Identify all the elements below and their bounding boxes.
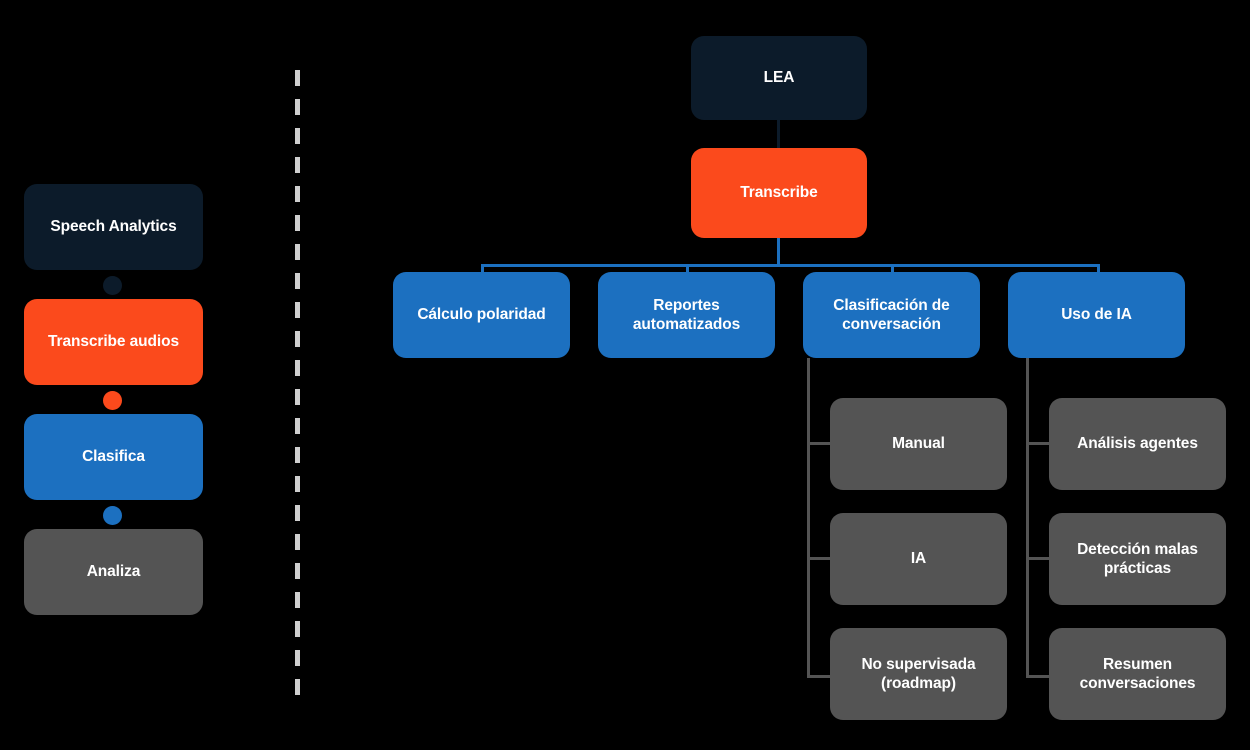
node-label: Resumen conversaciones [1079, 655, 1196, 692]
connector-stub-manual [807, 442, 831, 445]
connector-transcribe-to-bus [777, 238, 780, 265]
legend-label: Transcribe audios [48, 333, 179, 351]
connector-drop-clasificacion [891, 264, 894, 274]
node-uso-de-ia[interactable]: Uso de IA [1008, 272, 1185, 358]
section-divider [295, 70, 300, 702]
node-resumen-conversaciones[interactable]: Resumen conversaciones [1049, 628, 1226, 720]
node-label: Detección malas prácticas [1077, 540, 1198, 577]
legend-item-analiza[interactable]: Analiza [24, 529, 203, 615]
node-analisis-agentes[interactable]: Análisis agentes [1049, 398, 1226, 490]
connector-trunk-uso-ia [1026, 358, 1029, 678]
node-label: Transcribe [740, 184, 818, 202]
connector-stub-analisis-agentes [1026, 442, 1050, 445]
node-reportes-automatizados[interactable]: Reportes automatizados [598, 272, 775, 358]
connector-bus-horizontal [481, 264, 1100, 267]
legend-connector-dot-2 [103, 391, 122, 410]
node-label: IA [910, 550, 927, 568]
node-ia[interactable]: IA [830, 513, 1007, 605]
node-label: No supervisada (roadmap) [861, 655, 976, 692]
connector-trunk-clasificacion [807, 358, 810, 678]
node-deteccion-malas-practicas[interactable]: Detección malas prácticas [1049, 513, 1226, 605]
connector-stub-no-supervisada [807, 675, 831, 678]
legend-item-clasifica[interactable]: Clasifica [24, 414, 203, 500]
legend-connector-dot-3 [103, 506, 122, 525]
connector-drop-calculo [481, 264, 484, 274]
legend-item-speech-analytics[interactable]: Speech Analytics [24, 184, 203, 270]
node-no-supervisada-roadmap[interactable]: No supervisada (roadmap) [830, 628, 1007, 720]
connector-drop-reportes [686, 264, 689, 274]
legend-label: Speech Analytics [50, 218, 177, 236]
connector-drop-uso-ia [1097, 264, 1100, 274]
node-manual[interactable]: Manual [830, 398, 1007, 490]
node-calculo-polaridad[interactable]: Cálculo polaridad [393, 272, 570, 358]
connector-stub-resumen-conversaciones [1026, 675, 1050, 678]
node-label: Clasificación de conversación [833, 296, 950, 333]
node-label: Cálculo polaridad [417, 306, 546, 324]
connector-lea-to-transcribe [777, 120, 780, 148]
node-lea[interactable]: LEA [691, 36, 867, 120]
node-label: Análisis agentes [1077, 435, 1198, 453]
node-label: Manual [892, 435, 945, 453]
legend-label: Analiza [86, 563, 141, 581]
node-clasificacion-conversacion[interactable]: Clasificación de conversación [803, 272, 980, 358]
connector-stub-deteccion-malas-practicas [1026, 557, 1050, 560]
legend-item-transcribe-audios[interactable]: Transcribe audios [24, 299, 203, 385]
connector-stub-ia [807, 557, 831, 560]
legend-connector-dot-1 [103, 276, 122, 295]
node-label: LEA [763, 69, 795, 87]
node-label: Reportes automatizados [632, 296, 741, 333]
node-label: Uso de IA [1061, 306, 1132, 324]
legend-label: Clasifica [82, 448, 145, 466]
node-transcribe[interactable]: Transcribe [691, 148, 867, 238]
